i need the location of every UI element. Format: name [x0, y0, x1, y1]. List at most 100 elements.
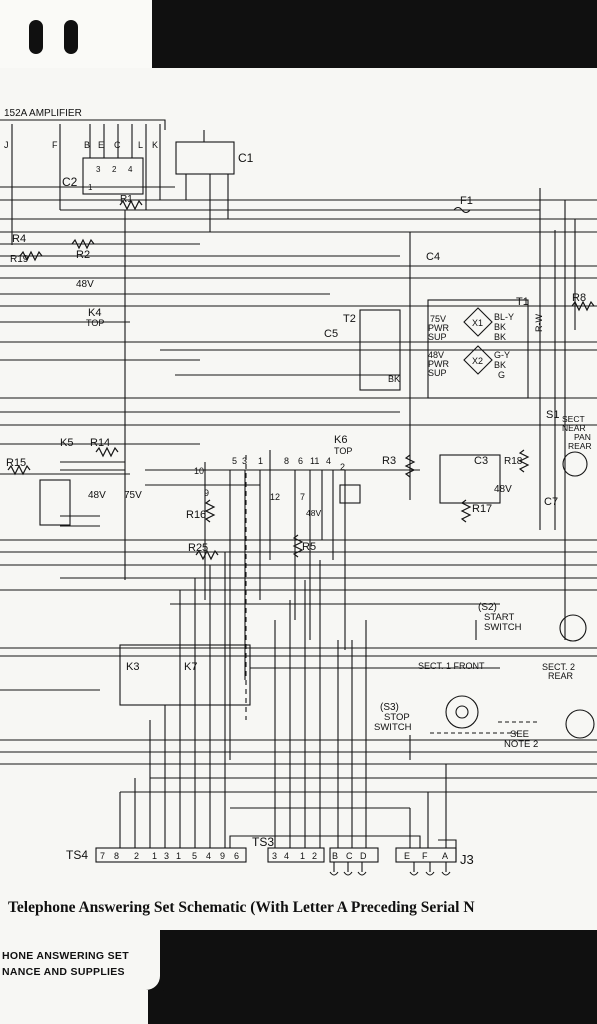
- label-t1-lead-3: BK: [494, 332, 506, 342]
- label-c5: C5: [324, 328, 338, 340]
- label-c7: C7: [544, 496, 558, 508]
- label-s1-2: SECT: [562, 414, 585, 424]
- label-t2-bk: BK: [388, 374, 400, 384]
- label-t1-lead-1: BL-Y: [494, 312, 514, 322]
- label-s3-3: SWITCH: [374, 722, 412, 733]
- top-black-band: [152, 0, 597, 68]
- label-s3-2: STOP: [384, 712, 410, 723]
- label-amp-f: F: [52, 140, 58, 150]
- label-ts4-t5: 3: [164, 851, 169, 861]
- label-ts4-t2: 8: [114, 851, 119, 861]
- pin-k6-8: 8: [284, 456, 289, 466]
- label-ts4-t8: 4: [206, 851, 211, 861]
- label-pwr48-2: PWR: [428, 359, 449, 369]
- label-f1: F1: [460, 195, 473, 207]
- label-x1: X1: [472, 318, 483, 328]
- label-t1: T1: [516, 296, 529, 308]
- pin-k6-4: 4: [326, 456, 331, 466]
- figure-caption: Telephone Answering Set Schematic (With …: [8, 899, 475, 916]
- footer-line-2: NANCE AND SUPPLIES: [2, 966, 125, 978]
- pin-k6-9: 9: [204, 488, 209, 498]
- label-c2-3: 3: [96, 165, 101, 174]
- pin-k6-2: 2: [340, 462, 345, 472]
- label-k4: K4: [88, 307, 101, 319]
- label-see-note-1: SEE: [510, 729, 529, 740]
- label-r1: R1: [120, 194, 133, 205]
- footer-tab-curve: [148, 990, 168, 1024]
- pin-k6-1: 1: [258, 456, 263, 466]
- label-pwr75-1: 75V: [430, 314, 446, 324]
- label-j3-b: B: [332, 851, 338, 861]
- label-j3-d: D: [360, 851, 367, 861]
- footer-line-1: HONE ANSWERING SET: [2, 950, 129, 962]
- label-k3: K3: [126, 661, 139, 673]
- label-ts3-t3: 1: [300, 851, 305, 861]
- label-48v-c: 48V: [494, 484, 512, 495]
- label-j3-a: A: [442, 851, 448, 861]
- label-ts4-t4: 1: [152, 851, 157, 861]
- label-amp-e: E: [98, 140, 104, 150]
- label-48v-a: 48V: [76, 279, 94, 290]
- pin-k6-6: 6: [298, 456, 303, 466]
- pin-k6-12: 12: [270, 492, 280, 502]
- pin-k6-10: 10: [194, 466, 204, 476]
- label-x2: X2: [472, 356, 483, 366]
- label-r3: R3: [382, 455, 396, 467]
- label-k7: K7: [184, 661, 197, 673]
- label-t1-lead-5: BK: [494, 360, 506, 370]
- label-amp-l: L: [138, 140, 143, 150]
- label-r5: R5: [302, 541, 316, 553]
- label-t1-lead-4: G-Y: [494, 350, 510, 360]
- label-r16: R16: [186, 509, 206, 521]
- label-s2-1: (S2): [478, 602, 497, 613]
- label-r17: R17: [472, 503, 492, 515]
- pin-k6-7: 7: [300, 492, 305, 502]
- label-sect2-2: REAR: [548, 671, 574, 681]
- label-amp-k: K: [152, 140, 158, 150]
- label-j3-c: C: [346, 851, 353, 861]
- footer-band: HONE ANSWERING SET NANCE AND SUPPLIES: [0, 930, 597, 1024]
- label-r4: R4: [12, 233, 26, 245]
- label-k4-top: TOP: [86, 318, 104, 328]
- label-s1-3: NEAR: [562, 423, 586, 433]
- pin-k6-3: 3: [242, 456, 247, 466]
- footer-title-block: HONE ANSWERING SET NANCE AND SUPPLIES: [0, 930, 160, 990]
- label-r2: R2: [76, 249, 90, 261]
- label-ts3-t1: 3: [272, 851, 277, 861]
- label-r8: R8: [572, 292, 586, 304]
- pin-k6-5: 5: [232, 456, 237, 466]
- label-r19: R19: [10, 254, 29, 265]
- label-48v-d: 48V: [306, 508, 321, 518]
- label-c2: C2: [62, 175, 78, 189]
- label-pwr48-1: 48V: [428, 350, 444, 360]
- label-r15: R15: [6, 457, 26, 469]
- label-t1-rw: R-W: [534, 314, 544, 332]
- label-see-note-2: NOTE 2: [504, 739, 538, 750]
- label-ts4-t6: 1: [176, 851, 181, 861]
- label-ts3-t4: 2: [312, 851, 317, 861]
- label-pwr48-3: SUP: [428, 368, 447, 378]
- punch-hole-right: [64, 20, 78, 54]
- label-c2-1: 1: [88, 183, 93, 192]
- label-ts3: TS3: [252, 835, 274, 849]
- label-c1: C1: [238, 151, 254, 165]
- label-k6-top: TOP: [334, 446, 352, 456]
- label-s1-5: REAR: [568, 441, 592, 451]
- label-ts3-t2: 4: [284, 851, 289, 861]
- label-ts4-t3: 2: [134, 851, 139, 861]
- label-s1-1: S1: [546, 409, 559, 421]
- label-t2: T2: [343, 313, 356, 325]
- label-sect2-1: SECT. 2: [542, 662, 575, 672]
- label-c2-4: 4: [128, 165, 133, 174]
- label-j3-e: E: [404, 851, 410, 861]
- label-j3-f: F: [422, 851, 428, 861]
- label-amp-c: C: [114, 140, 121, 150]
- label-amplifier: 152A AMPLIFIER: [4, 108, 82, 119]
- label-t1-lead-2: BK: [494, 322, 506, 332]
- label-c2-2: 2: [112, 165, 117, 174]
- schematic-diagram: 152A AMPLIFIER J F B E C L K C2 1 2 3 4 …: [0, 68, 597, 898]
- label-amp-j: J: [4, 140, 9, 150]
- label-r14: R14: [90, 437, 110, 449]
- label-ts4-t7: 5: [192, 851, 197, 861]
- label-ts4-t1: 7: [100, 851, 105, 861]
